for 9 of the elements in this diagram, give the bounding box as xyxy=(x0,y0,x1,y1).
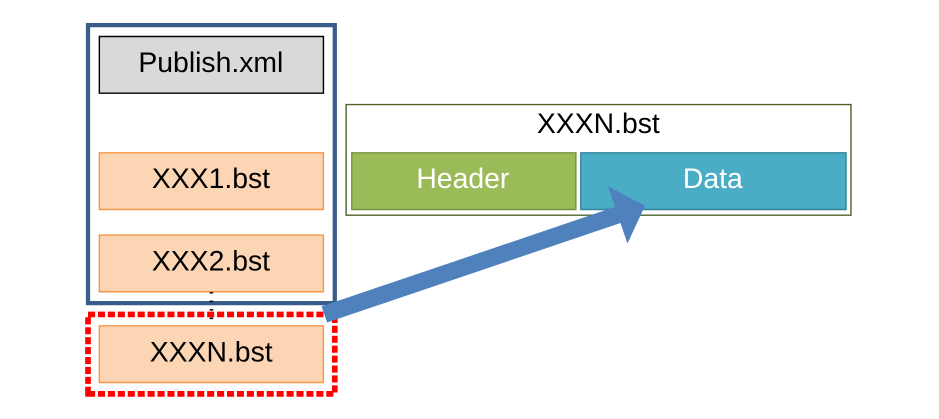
node-box: Header xyxy=(351,152,577,210)
cluster xyxy=(85,312,338,397)
node-box: Data xyxy=(580,152,847,210)
arrow xyxy=(322,186,646,322)
node-box: Publish.xml xyxy=(98,36,324,94)
node-box: XXX1.bst xyxy=(98,152,324,210)
node-box: XXXN.bst xyxy=(98,325,324,384)
cluster xyxy=(86,23,337,306)
node-box: XXX2.bst xyxy=(98,234,324,292)
